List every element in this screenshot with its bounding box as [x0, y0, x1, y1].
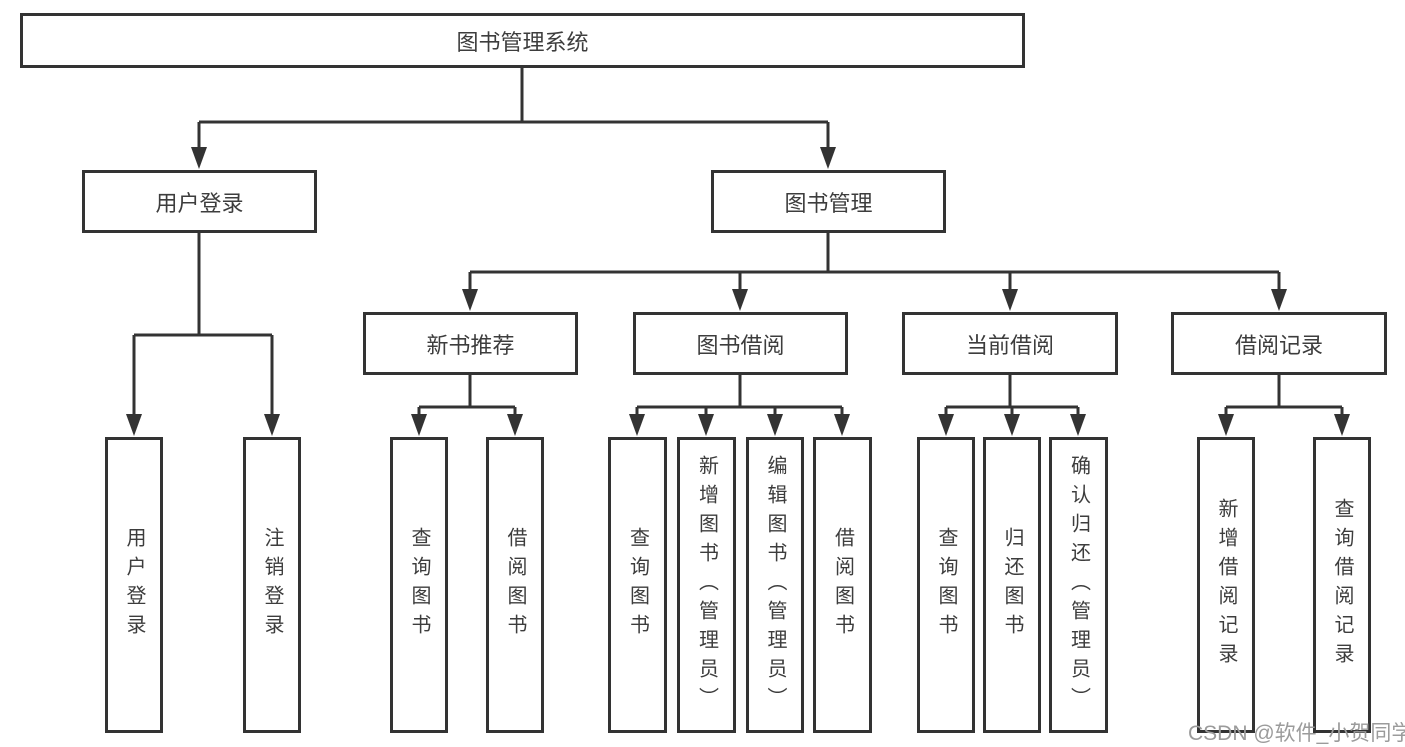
leaf-return-books: 归还图书	[983, 437, 1041, 733]
connector-book-mgmt	[468, 233, 1281, 299]
node-new-book-recommend: 新书推荐	[363, 312, 578, 375]
node-label: 图书借阅	[696, 332, 785, 358]
node-label: 借阅图书	[831, 527, 854, 643]
leaf-add-books-admin: 新增图书（管理员）	[677, 437, 736, 733]
leaf-user-login: 用户登录	[105, 437, 163, 733]
connector-book-borrow	[635, 375, 844, 424]
arrow-down-icon	[1004, 414, 1020, 436]
arrow-down-icon	[126, 414, 142, 436]
arrow-down-icon	[1271, 289, 1287, 311]
connector-new-book	[417, 375, 517, 424]
leaf-borrow-books: 借阅图书	[486, 437, 544, 733]
node-borrow-records: 借阅记录	[1171, 312, 1387, 375]
node-label: 图书管理	[784, 190, 873, 216]
arrow-down-icon	[1002, 289, 1018, 311]
leaf-logout: 注销登录	[243, 437, 301, 733]
node-label: 图书管理系统	[456, 29, 589, 55]
arrow-down-icon	[411, 414, 427, 436]
arrow-down-icon	[1334, 414, 1350, 436]
arrow-down-icon	[264, 414, 280, 436]
connector-borrow-records	[1224, 375, 1344, 424]
arrow-down-icon	[767, 414, 783, 436]
node-label: 注销登录	[261, 527, 283, 643]
node-label: 借阅图书	[504, 527, 526, 643]
node-label: 编辑图书（管理员）	[764, 454, 786, 716]
node-current-borrow: 当前借阅	[902, 312, 1118, 375]
arrow-down-icon	[938, 414, 954, 436]
node-label: 查询图书	[935, 527, 957, 643]
node-label: 用户登录	[123, 527, 145, 643]
leaf-query-books: 查询图书	[917, 437, 975, 733]
node-label: 新增借阅记录	[1215, 498, 1237, 672]
node-label: 当前借阅	[965, 332, 1054, 358]
node-label: 新书推荐	[426, 332, 515, 358]
node-label: 归还图书	[1001, 527, 1023, 643]
leaf-query-books: 查询图书	[608, 437, 667, 733]
leaf-query-borrow-record: 查询借阅记录	[1313, 437, 1371, 733]
watermark: CSDN @软件_小贺同学	[1188, 722, 1405, 745]
arrow-down-icon	[820, 147, 836, 169]
arrow-down-icon	[732, 289, 748, 311]
connector-root	[197, 68, 830, 157]
node-book-management: 图书管理	[711, 170, 946, 233]
node-user-login: 用户登录	[82, 170, 317, 233]
node-label: 借阅记录	[1234, 332, 1323, 358]
node-label: 确认归还（管理员）	[1067, 454, 1090, 716]
arrow-down-icon	[507, 414, 523, 436]
leaf-confirm-return-admin: 确认归还（管理员）	[1049, 437, 1108, 733]
node-book-borrow: 图书借阅	[633, 312, 848, 375]
leaf-edit-books-admin: 编辑图书（管理员）	[746, 437, 804, 733]
arrow-down-icon	[698, 414, 714, 436]
node-label: 用户登录	[155, 190, 244, 216]
leaf-borrow-books: 借阅图书	[813, 437, 872, 733]
leaf-query-books: 查询图书	[390, 437, 448, 733]
node-label: 查询借阅记录	[1331, 498, 1353, 672]
node-label: 查询图书	[626, 527, 649, 643]
arrow-down-icon	[191, 147, 207, 169]
arrow-down-icon	[462, 289, 478, 311]
connector-user-login	[132, 233, 274, 424]
node-label: 新增图书（管理员）	[695, 454, 718, 716]
node-label: 查询图书	[408, 527, 430, 643]
arrow-down-icon	[629, 414, 645, 436]
arrow-down-icon	[1218, 414, 1234, 436]
node-library-system: 图书管理系统	[20, 13, 1025, 68]
leaf-add-borrow-record: 新增借阅记录	[1197, 437, 1255, 733]
arrow-down-icon	[1070, 414, 1086, 436]
arrowhead-icons	[126, 147, 1350, 436]
arrow-down-icon	[834, 414, 850, 436]
